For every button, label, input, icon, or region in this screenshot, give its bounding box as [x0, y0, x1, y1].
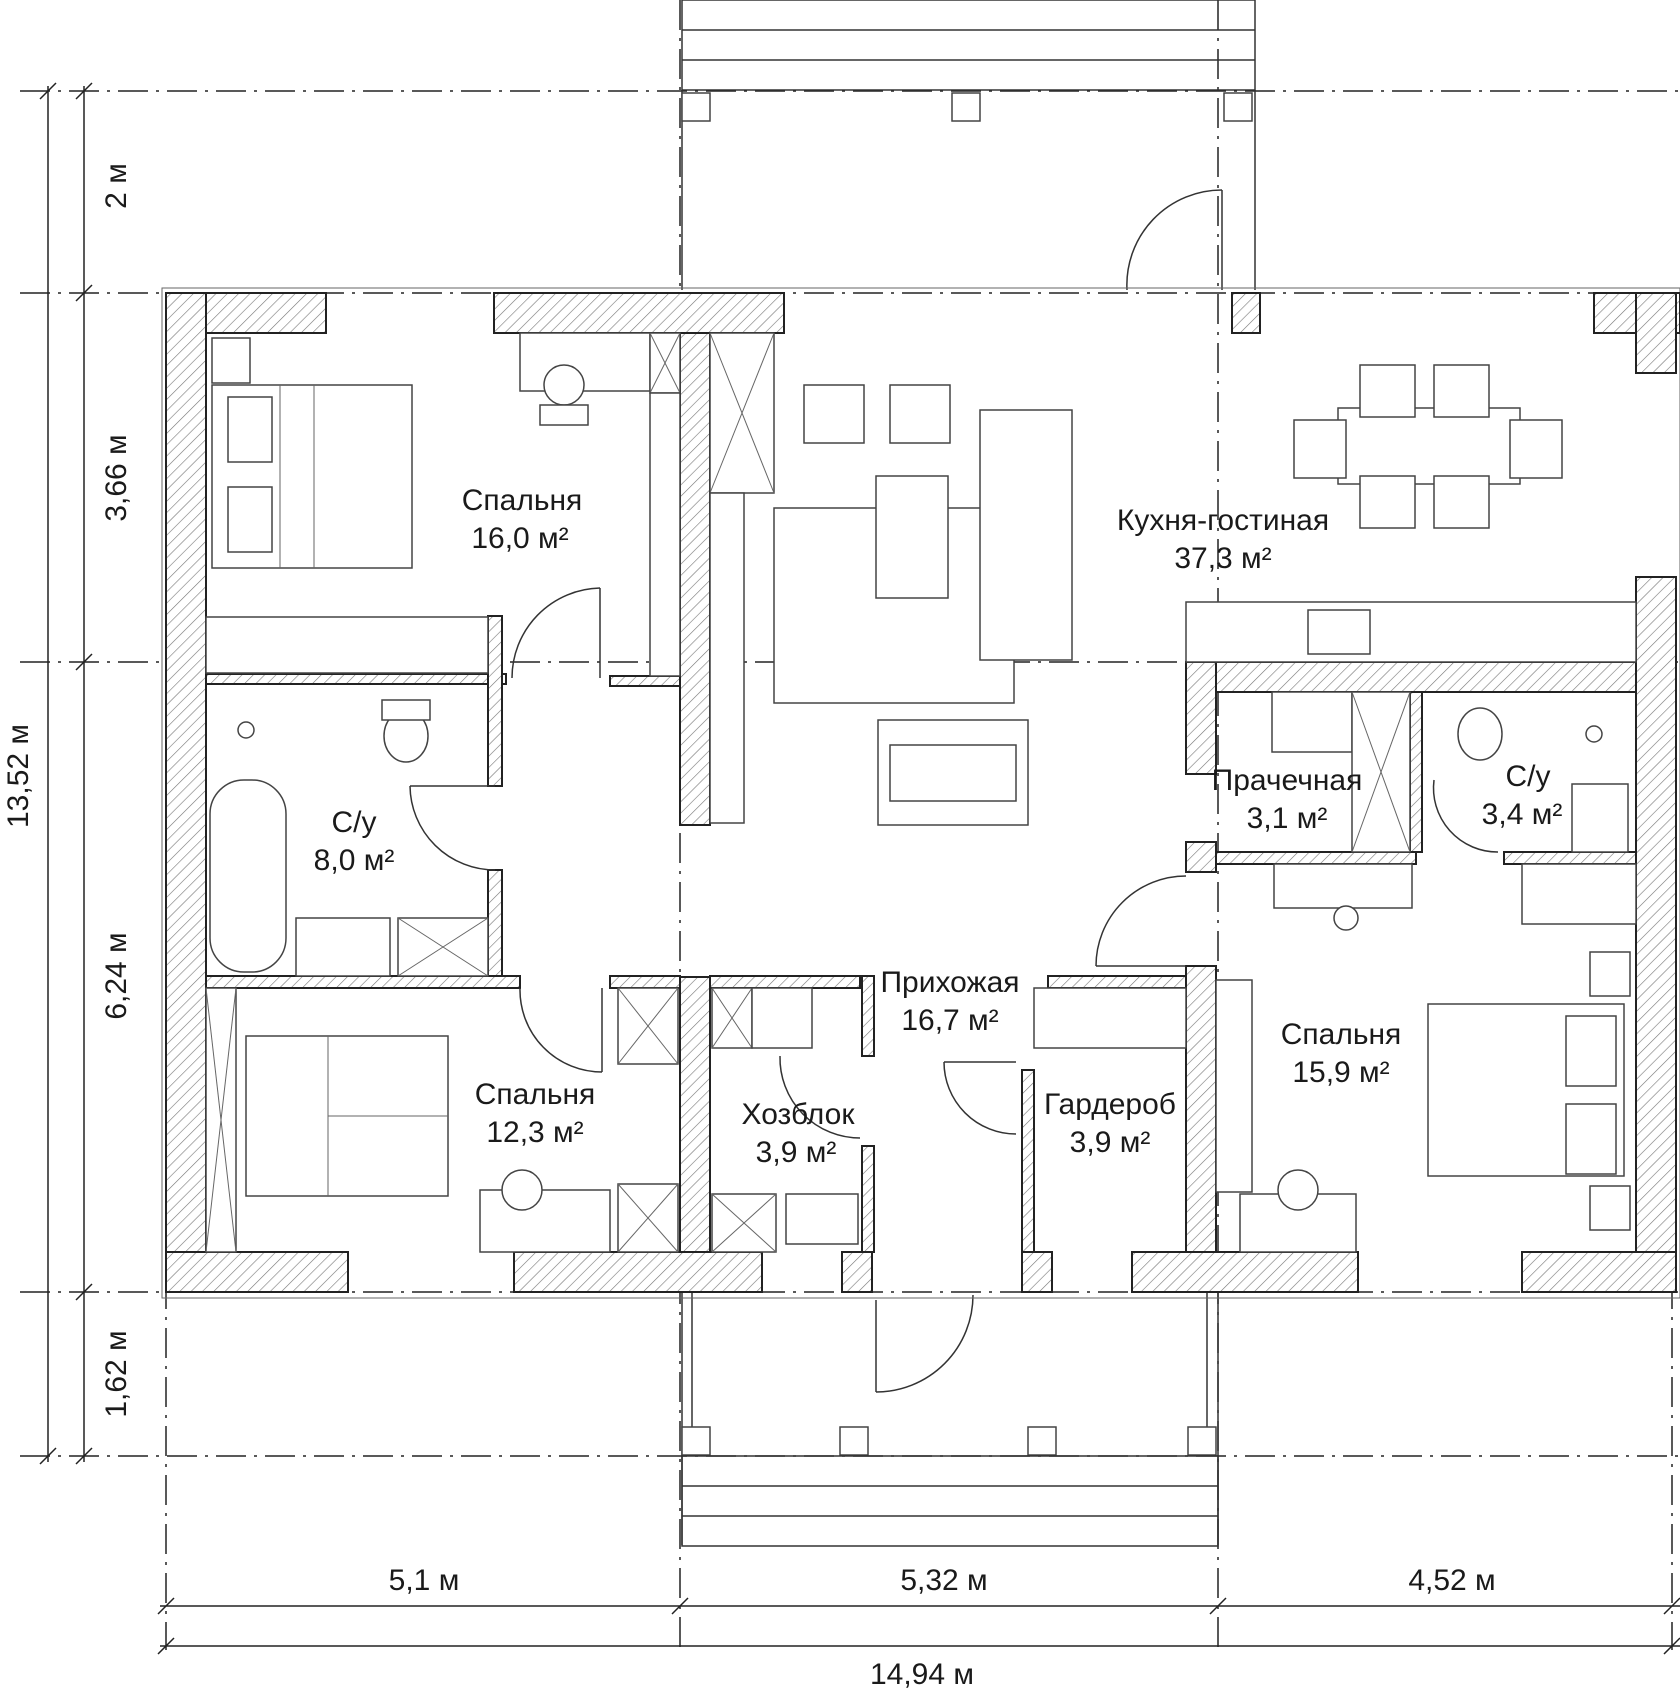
dim-left-4: 1,62 м	[100, 1330, 133, 1417]
bottom-porch	[681, 1292, 1219, 1547]
room-name: Хозблок	[742, 1098, 856, 1131]
room-name: Спальня	[475, 1078, 596, 1111]
room-labels: Спальня 16,0 м² Кухня-гостиная 37,3 м² С…	[314, 484, 1563, 1169]
dim-bottom-2: 5,32 м	[900, 1564, 987, 1597]
dim-left-2: 3,66 м	[100, 434, 133, 521]
room-name: Кухня-гостиная	[1117, 504, 1329, 537]
dimension-lines	[39, 82, 1680, 1655]
room-name: Спальня	[1281, 1018, 1402, 1051]
top-porch	[681, 0, 1256, 291]
room-area: 3,4 м²	[1482, 798, 1563, 831]
dim-left-total: 13,52 м	[2, 724, 35, 828]
room-name: Прихожая	[880, 966, 1019, 999]
room-name: Гардероб	[1044, 1088, 1176, 1121]
room-area: 16,7 м²	[901, 1004, 998, 1037]
room-area: 8,0 м²	[314, 844, 395, 877]
room-name: Спальня	[462, 484, 583, 517]
doors	[409, 587, 1499, 1139]
room-area: 3,9 м²	[1070, 1126, 1151, 1159]
dim-bottom-3: 4,52 м	[1408, 1564, 1495, 1597]
room-area: 37,3 м²	[1174, 542, 1271, 575]
room-area: 12,3 м²	[486, 1116, 583, 1149]
room-name: С/у	[1506, 760, 1551, 793]
dim-bottom-total: 14,94 м	[870, 1658, 974, 1690]
room-area: 15,9 м²	[1292, 1056, 1389, 1089]
room-name: С/у	[332, 806, 377, 839]
outer-walls	[161, 287, 1680, 1299]
room-area: 3,9 м²	[756, 1136, 837, 1169]
laundry-furniture	[1271, 691, 1637, 931]
dim-left-1: 2 м	[100, 163, 133, 209]
room-area: 16,0 м²	[471, 522, 568, 555]
bedroom-1-furniture	[205, 332, 681, 677]
bathroom-1-furniture	[209, 699, 489, 977]
bottom-rooms-furniture	[205, 951, 1631, 1253]
room-area: 3,1 м²	[1247, 802, 1328, 835]
dim-left-3: 6,24 м	[100, 932, 133, 1019]
living-room-furniture	[709, 332, 1637, 826]
inner-walls	[205, 332, 1637, 1253]
dimension-labels: 2 м 3,66 м 6,24 м 1,62 м 13,52 м 5,1 м 5…	[2, 163, 1496, 1690]
room-name: Прачечная	[1212, 764, 1363, 797]
dim-bottom-1: 5,1 м	[389, 1564, 460, 1597]
